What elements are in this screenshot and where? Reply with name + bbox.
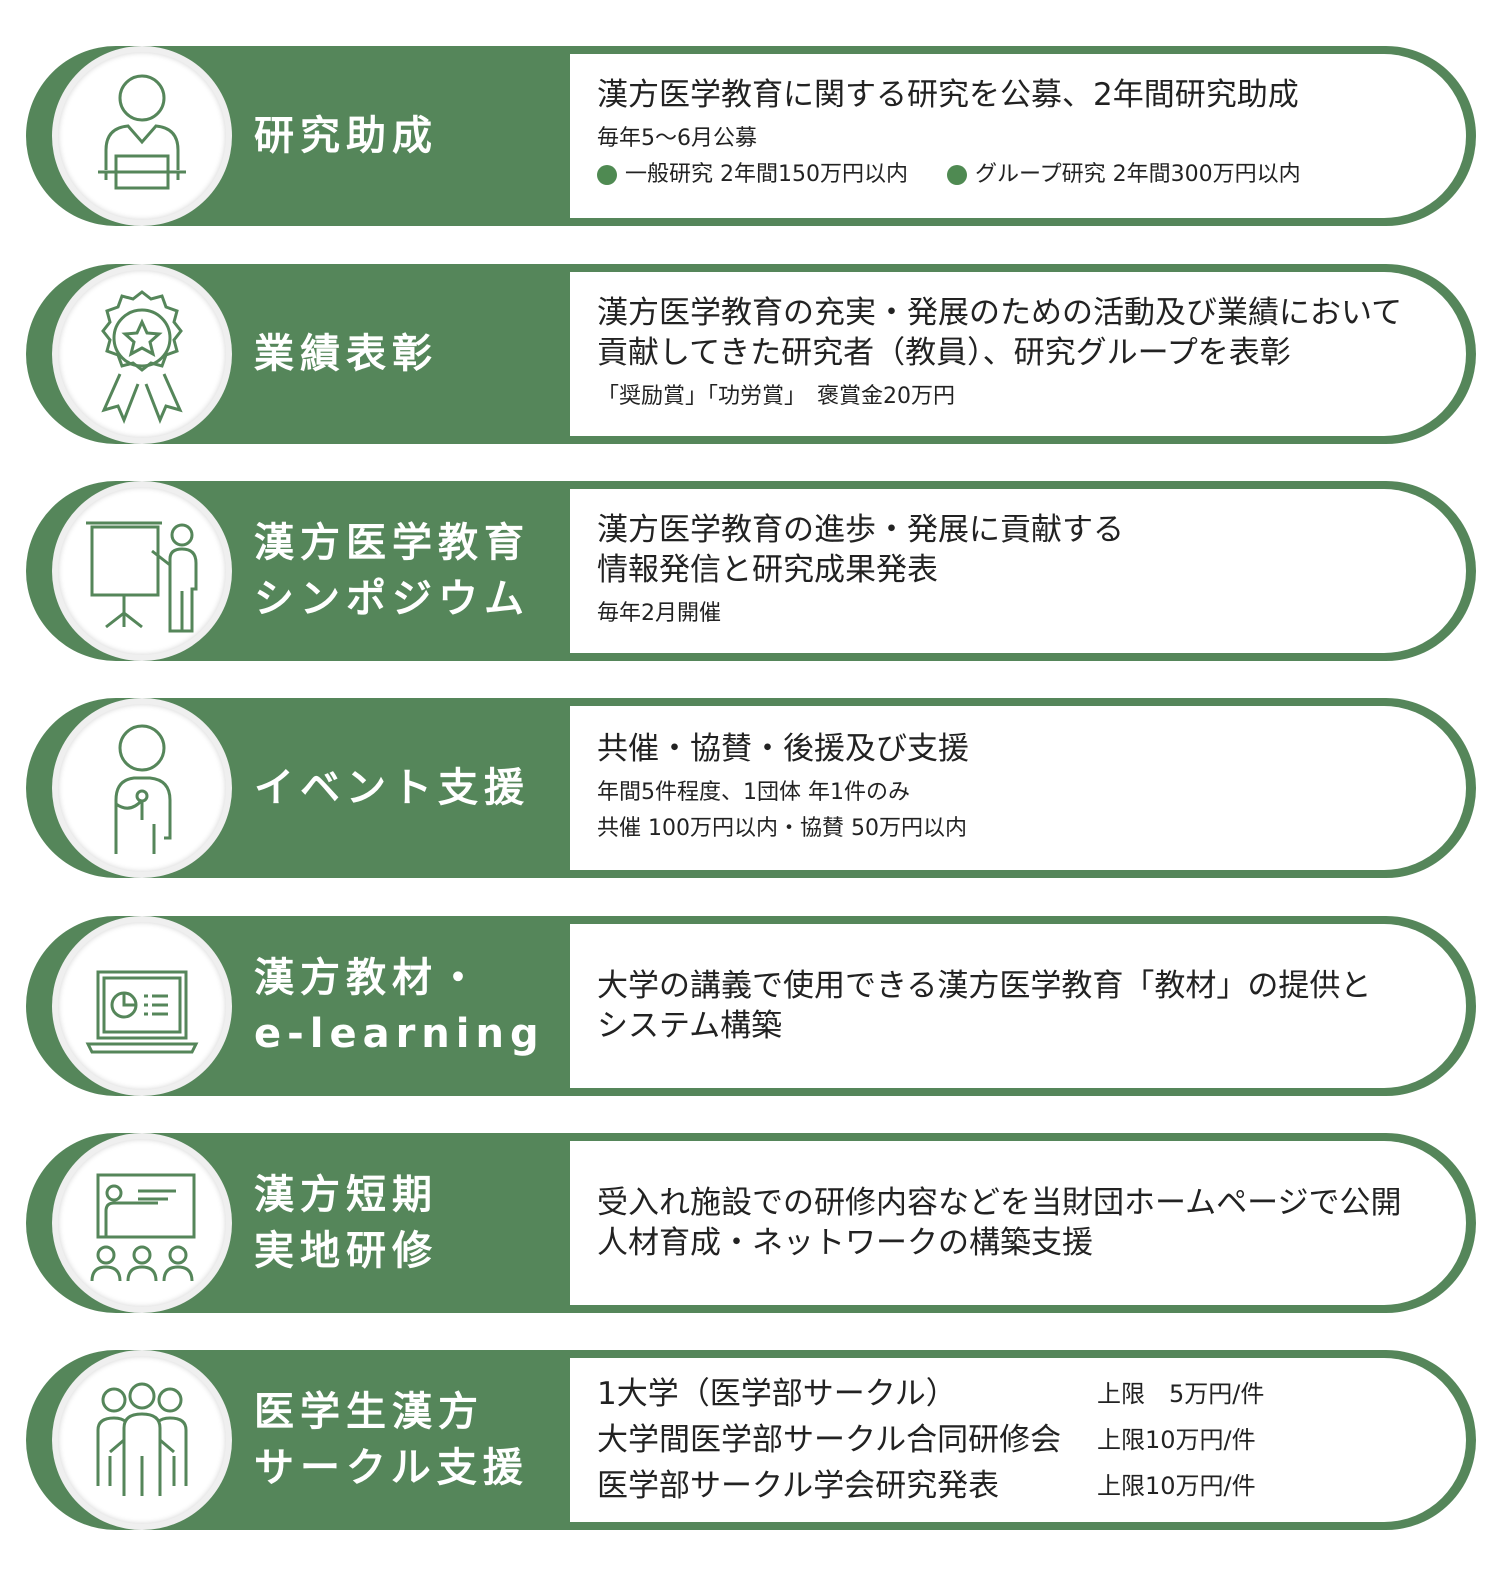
student-group-icon bbox=[96, 1382, 188, 1496]
support-item-limit: 上限10万円/件 bbox=[1097, 1472, 1256, 1500]
program-row-symposium: 漢方医学教育 シンポジウム 漢方医学教育の進歩・発展に貢献する 情報発信と研究成… bbox=[26, 481, 1476, 661]
support-item-label: 1大学（医学部サークル） bbox=[597, 1376, 957, 1412]
icon-badge bbox=[52, 481, 232, 661]
row-main-text: 漢方医学教育の充実・発展のための活動及び業績において bbox=[597, 295, 1403, 331]
row-title-line: 医学生漢方 bbox=[254, 1389, 484, 1435]
row-title-line: イベント支援 bbox=[254, 765, 530, 811]
support-item-label: 大学間医学部サークル合同研修会 bbox=[597, 1422, 1062, 1458]
bullet-dot-icon bbox=[597, 165, 617, 185]
classroom-training-icon bbox=[90, 1173, 196, 1282]
icon-badge bbox=[52, 1133, 232, 1313]
row-main-text: 受入れ施設での研修内容などを当財団ホームページで公開 bbox=[597, 1185, 1402, 1221]
support-item-label: 医学部サークル学会研究発表 bbox=[597, 1468, 1000, 1504]
row-content: 漢方医学教育の進歩・発展に貢献する 情報発信と研究成果発表 毎年2月開催 bbox=[570, 489, 1466, 653]
row-main-text: 漢方医学教育に関する研究を公募、2年間研究助成 bbox=[597, 77, 1299, 113]
support-item-limit: 上限 5万円/件 bbox=[1097, 1380, 1265, 1408]
icon-badge bbox=[52, 916, 232, 1096]
row-title-line: 研究助成 bbox=[254, 113, 438, 159]
row-title-line: 漢方教材・ bbox=[254, 955, 484, 1001]
row-sub-text: 「奨励賞」「功労賞」 褒賞金20万円 bbox=[597, 384, 955, 409]
program-row-research-grant: 研究助成 漢方医学教育に関する研究を公募、2年間研究助成 毎年5〜6月公募 一般… bbox=[26, 46, 1476, 226]
bullet-text: 一般研究 2年間150万円以内 bbox=[625, 162, 908, 187]
program-row-short-training: 漢方短期 実地研修 受入れ施設での研修内容などを当財団ホームページで公開 人材育… bbox=[26, 1133, 1476, 1313]
presenter-laptop-icon bbox=[98, 74, 186, 190]
laptop-chart-icon bbox=[85, 970, 199, 1054]
row-content: 共催・協賛・後援及び支援 年間5件程度、1団体 年1件のみ 共催 100万円以内… bbox=[570, 706, 1466, 870]
row-main-text: 人材育成・ネットワークの構築支援 bbox=[597, 1225, 1093, 1261]
support-item-limit: 上限10万円/件 bbox=[1097, 1426, 1256, 1454]
bullet-list: 一般研究 2年間150万円以内 グループ研究 2年間300万円以内 bbox=[597, 157, 1466, 197]
row-main-text: 漢方医学教育の進歩・発展に貢献する bbox=[597, 512, 1124, 548]
row-title-line: 漢方短期 bbox=[254, 1172, 438, 1218]
row-main-text: 貢献してきた研究者（教員）、研究グループを表彰 bbox=[597, 335, 1291, 371]
icon-badge bbox=[52, 1350, 232, 1530]
bullet-text: グループ研究 2年間300万円以内 bbox=[974, 162, 1301, 187]
support-items: 1大学（医学部サークル） 上限 5万円/件 大学間医学部サークル合同研修会 上限… bbox=[597, 1371, 1466, 1509]
bullet-item: グループ研究 2年間300万円以内 bbox=[946, 157, 1301, 193]
row-content: 漢方医学教育に関する研究を公募、2年間研究助成 毎年5〜6月公募 一般研究 2年… bbox=[570, 54, 1466, 218]
speaker-microphone-icon bbox=[114, 724, 172, 854]
row-sub-lines: 年間5件程度、1団体 年1件のみ 共催 100万円以内・協賛 50万円以内 bbox=[597, 775, 1466, 847]
row-main-text: システム構築 bbox=[597, 1008, 783, 1044]
icon-badge bbox=[52, 698, 232, 878]
row-title: 研究助成 bbox=[254, 46, 554, 226]
program-row-student-circle: 医学生漢方 サークル支援 1大学（医学部サークル） 上限 5万円/件 大学間医学… bbox=[26, 1350, 1476, 1530]
row-title-line: 実地研修 bbox=[254, 1228, 438, 1274]
bullet-item: 一般研究 2年間150万円以内 bbox=[597, 157, 908, 193]
row-title: 漢方教材・ e-learning bbox=[254, 916, 554, 1096]
row-title-line: サークル支援 bbox=[254, 1445, 529, 1491]
row-title: 業績表彰 bbox=[254, 264, 554, 444]
row-main-text: 情報発信と研究成果発表 bbox=[597, 552, 938, 588]
row-content: 漢方医学教育の充実・発展のための活動及び業績において 貢献してきた研究者（教員）… bbox=[570, 272, 1466, 436]
row-title: 漢方医学教育 シンポジウム bbox=[254, 481, 554, 661]
row-sub-text: 毎年5〜6月公募 bbox=[597, 126, 757, 151]
row-title-line: シンポジウム bbox=[254, 576, 530, 622]
row-sub-text: 共催 100万円以内・協賛 50万円以内 bbox=[597, 816, 967, 841]
row-title: 医学生漢方 サークル支援 bbox=[254, 1350, 554, 1530]
row-main-text: 共催・協賛・後援及び支援 bbox=[597, 731, 969, 767]
row-main-text: 大学の講義で使用できる漢方医学教育「教材」の提供と bbox=[597, 968, 1372, 1004]
row-content: 受入れ施設での研修内容などを当財団ホームページで公開 人材育成・ネットワークの構… bbox=[570, 1141, 1466, 1305]
row-title-line: 漢方医学教育 bbox=[254, 520, 530, 566]
bullet-dot-icon bbox=[946, 165, 967, 185]
row-title-line: e-learning bbox=[254, 1011, 545, 1057]
program-row-teaching-materials: 漢方教材・ e-learning 大学の講義で使用できる漢方医学教育「教材」の提… bbox=[26, 916, 1476, 1096]
award-ribbon-icon bbox=[101, 290, 183, 424]
row-content: 1大学（医学部サークル） 上限 5万円/件 大学間医学部サークル合同研修会 上限… bbox=[570, 1358, 1466, 1522]
row-content: 大学の講義で使用できる漢方医学教育「教材」の提供と システム構築 bbox=[570, 924, 1466, 1088]
icon-badge bbox=[52, 264, 232, 444]
row-title: イベント支援 bbox=[254, 698, 554, 878]
row-sub-text: 毎年2月開催 bbox=[597, 601, 721, 626]
program-row-event-support: イベント支援 共催・協賛・後援及び支援 年間5件程度、1団体 年1件のみ 共催 … bbox=[26, 698, 1476, 878]
presentation-board-icon bbox=[86, 521, 198, 633]
row-title-line: 業績表彰 bbox=[254, 331, 438, 377]
row-title: 漢方短期 実地研修 bbox=[254, 1133, 554, 1313]
program-row-achievement-award: 業績表彰 漢方医学教育の充実・発展のための活動及び業績において 貢献してきた研究… bbox=[26, 264, 1476, 444]
icon-badge bbox=[52, 46, 232, 226]
row-sub-text: 年間5件程度、1団体 年1件のみ bbox=[597, 780, 910, 805]
